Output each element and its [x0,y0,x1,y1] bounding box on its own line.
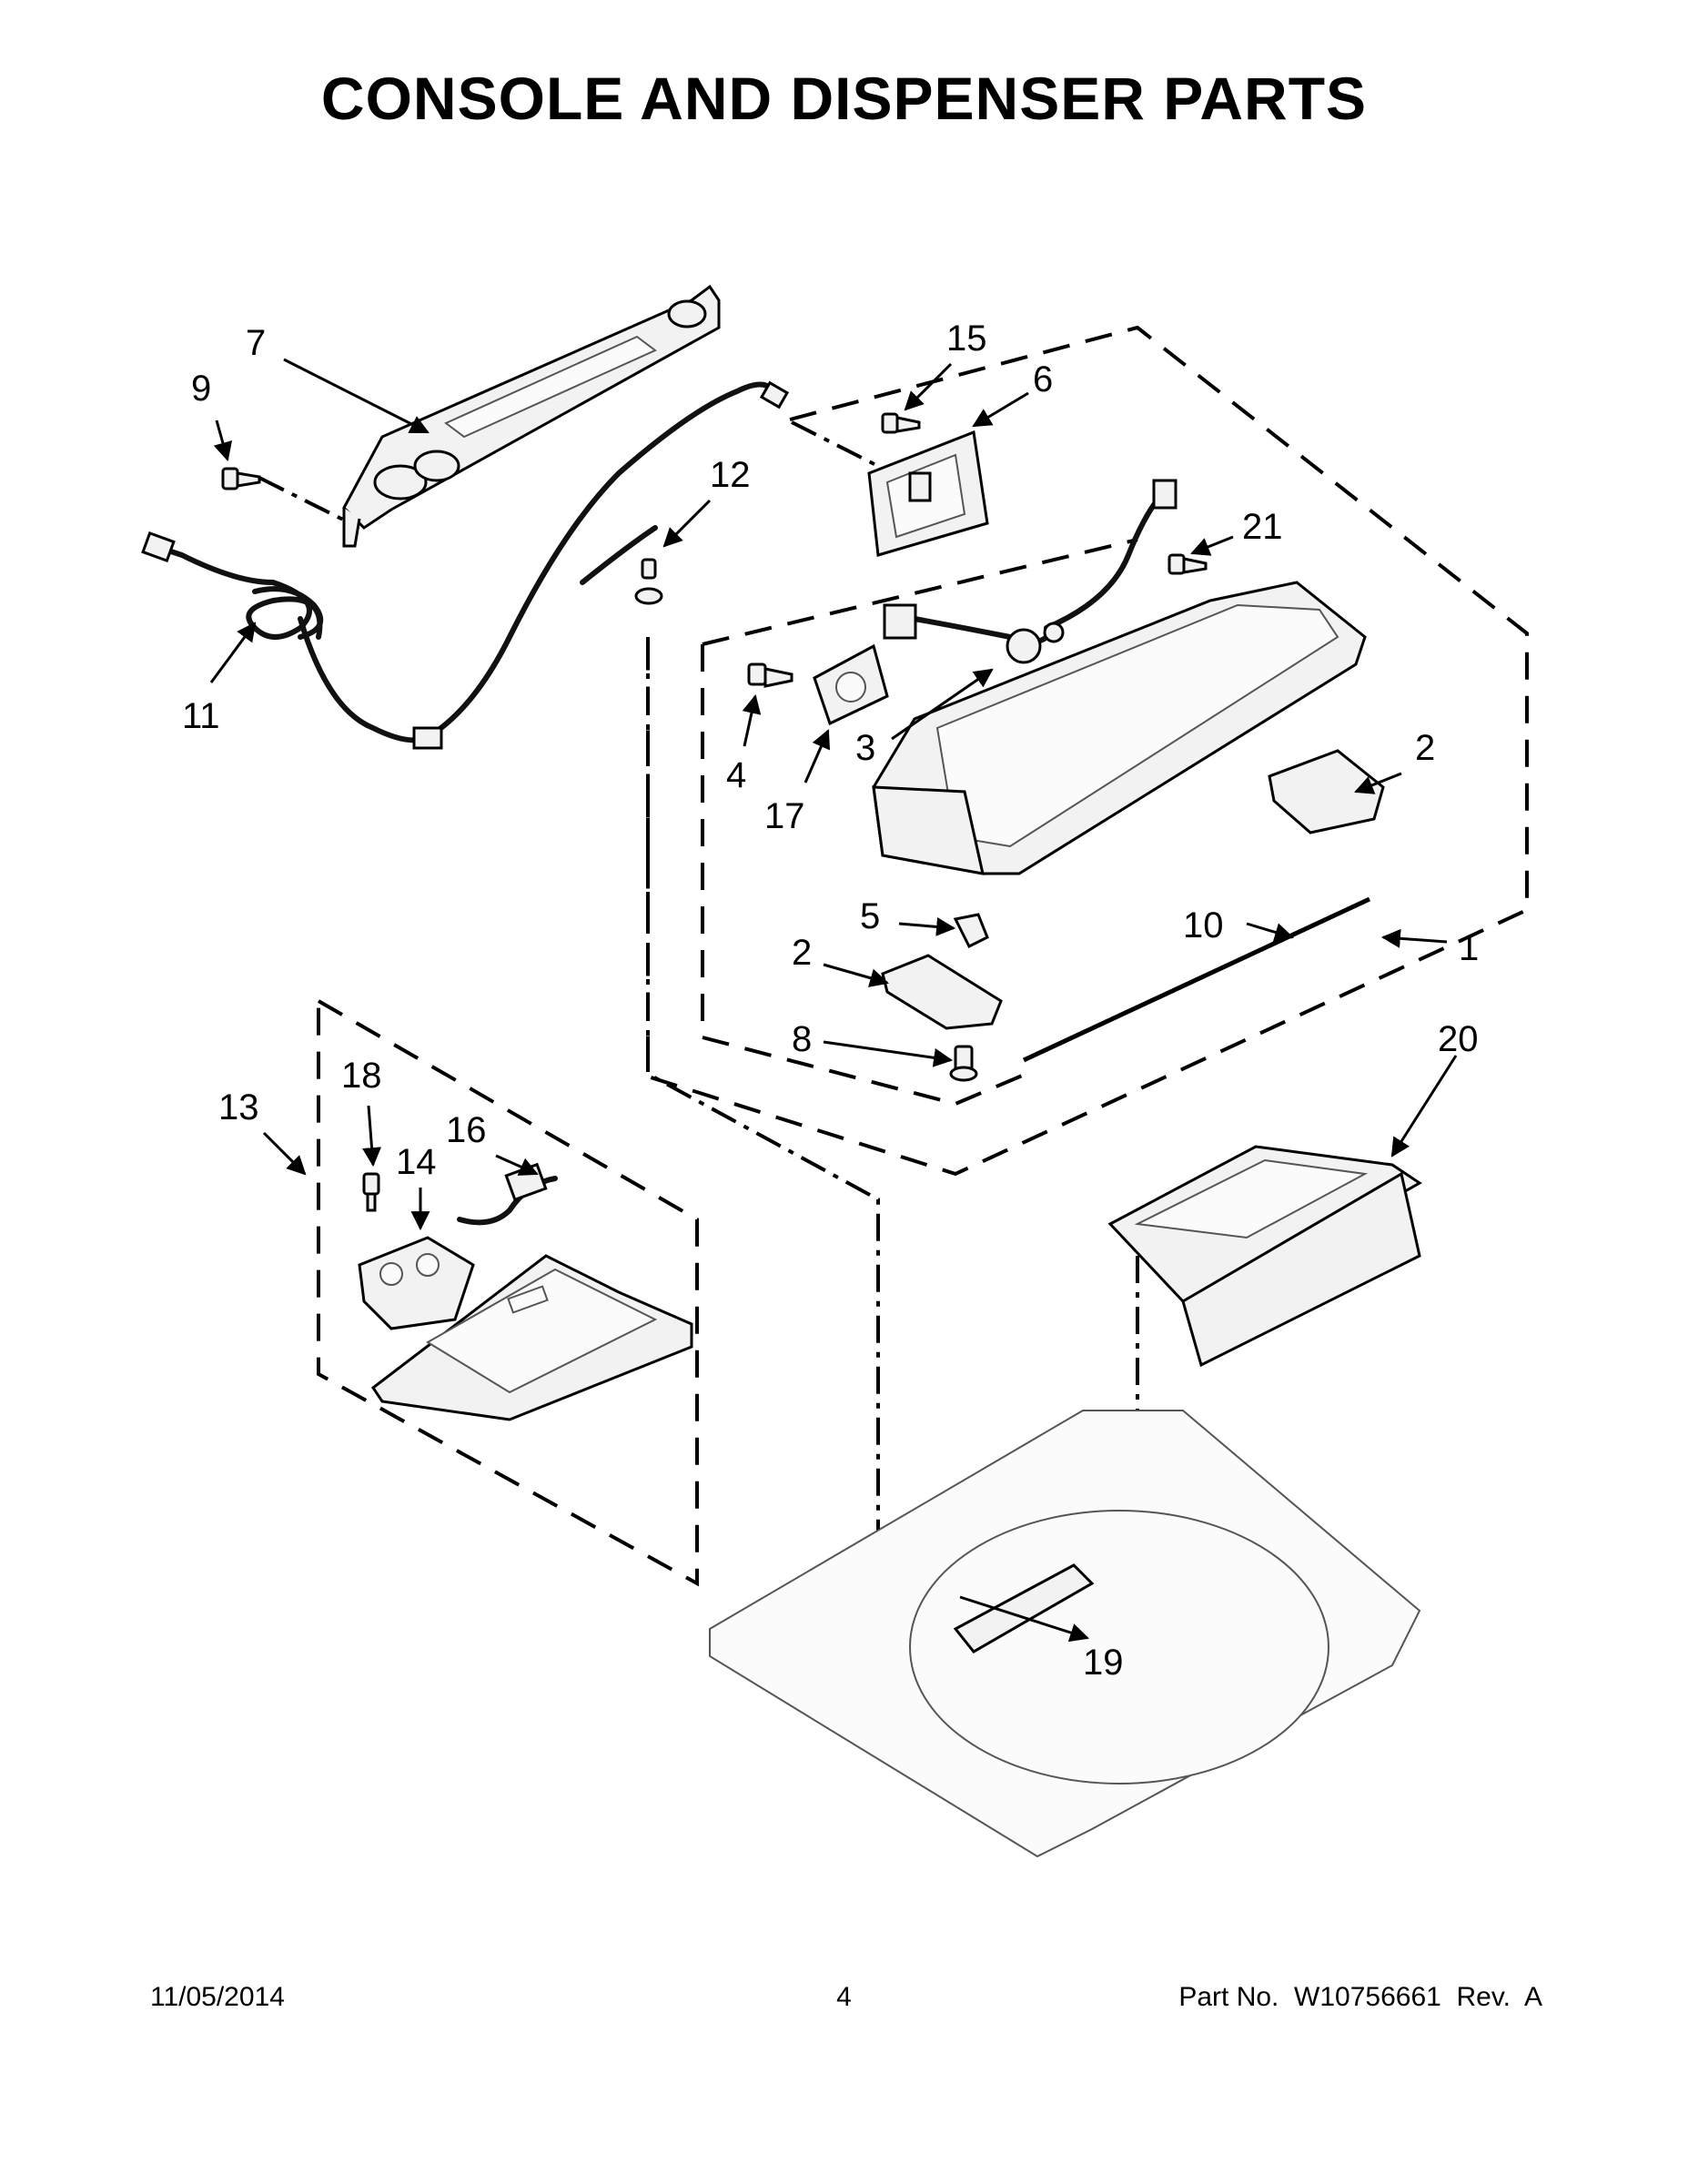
ground-screw-part-12 [634,558,663,605]
screw-part-9 [221,467,261,490]
callout-2-left: 2 [792,933,812,973]
callout-7: 7 [246,323,266,363]
callout-11: 11 [182,696,220,736]
top-cover-part-19 [709,1410,1421,1858]
console-back-panel-part-7 [342,284,721,548]
dispenser-drawer-part-20 [1107,1145,1422,1368]
callout-18: 18 [341,1056,382,1096]
callout-10: 10 [1183,905,1224,945]
screw-part-4 [747,662,793,688]
callout-19: 19 [1083,1643,1124,1683]
end-cap-part-2-right [1268,749,1385,834]
valve-assembly-boundary [317,999,699,1587]
callout-labels: 1 2 2 3 4 5 6 7 8 9 10 11 12 13 14 15 16… [182,318,1479,1683]
callout-13: 13 [218,1087,259,1127]
callout-1: 1 [1459,928,1479,968]
control-board-part-6 [867,430,989,557]
callout-9: 9 [191,369,211,409]
dash-dot-alignment-line-left [646,637,880,1602]
callout-4: 4 [726,755,746,795]
valve-tray-part-13 [370,1254,693,1421]
callout-15: 15 [946,318,987,359]
switch-harness-part-3 [883,479,1178,664]
footer-date: 11/05/2014 [150,1982,285,2012]
console-assembly-boundary [646,325,1529,1177]
page-title: CONSOLE AND DISPENSER PARTS [320,65,1368,132]
callout-3: 3 [855,728,875,768]
callout-17: 17 [764,796,805,836]
callout-16: 16 [446,1110,487,1150]
screw-part-18 [362,1172,380,1212]
callout-8: 8 [792,1019,812,1059]
power-cord-part-11 [141,531,324,640]
module-part-17 [813,643,889,726]
harness-part-16 [457,1162,558,1226]
callout-14: 14 [396,1142,437,1182]
dash-dot-screw-line-9 [258,476,351,525]
clip-part-5 [953,913,989,949]
callout-12: 12 [710,455,751,495]
callout-20: 20 [1438,1019,1479,1059]
water-valve-part-14 [358,1236,475,1330]
footer-page-number: 4 [836,1982,852,2012]
leader-lines [209,358,1458,1643]
console-part-1 [872,581,1367,875]
screw-part-15 [881,412,921,434]
end-cap-part-2-left [881,954,1003,1030]
footer-part-number: Part No. W10756661 Rev. A [1178,1982,1542,2012]
screw-part-8 [949,1045,978,1082]
screw-part-21 [1167,553,1208,575]
callout-6: 6 [1033,359,1053,399]
rod-part-10 [1022,896,1371,1063]
callout-21: 21 [1242,507,1283,547]
callout-2-right: 2 [1415,728,1435,768]
wire-harness [298,380,790,750]
callout-5: 5 [860,896,880,936]
console-inner-boundary [701,538,1138,1107]
